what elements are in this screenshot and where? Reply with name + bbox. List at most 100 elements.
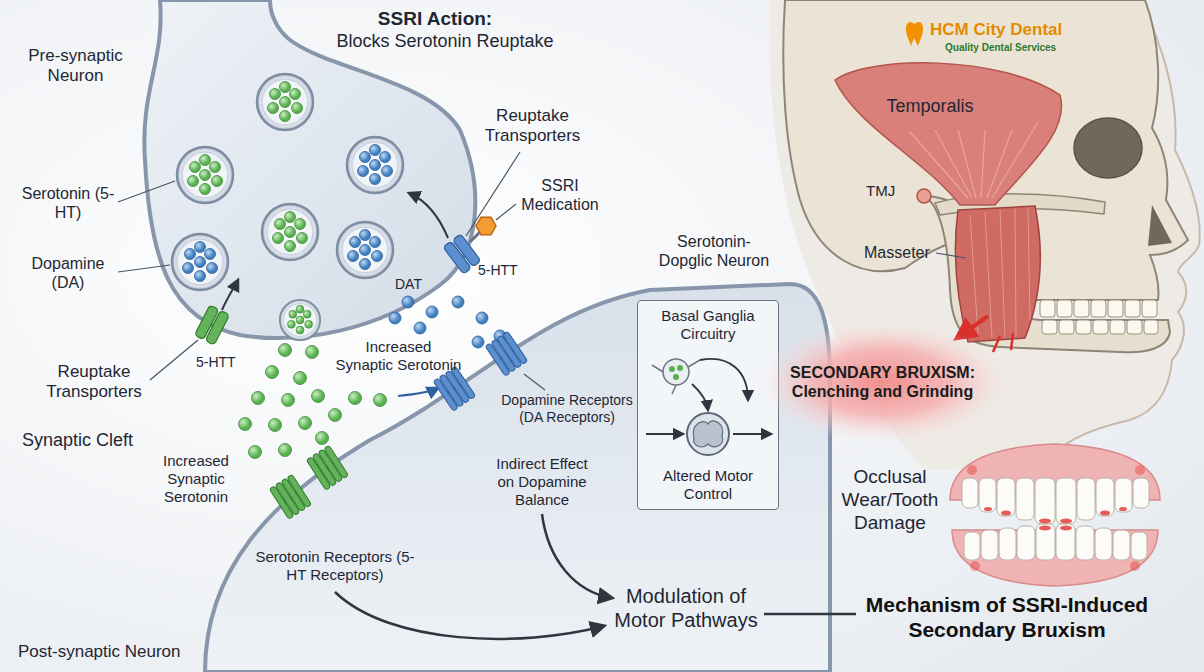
dentition (1131, 532, 1147, 560)
skull (1059, 320, 1074, 334)
watermark: HCM City Dental (930, 20, 1080, 40)
masseter-muscle (970, 208, 1030, 338)
anatomy-label-holder: Masseter (864, 243, 942, 262)
subheading-text: Blocks Serotonin Reuptake (330, 31, 560, 53)
serotonin-receptor (324, 445, 349, 478)
serotonin-molecules (306, 346, 319, 359)
anatomy-label-holder: Occlusal Wear/Tooth Damage (836, 466, 944, 534)
skull (1127, 320, 1142, 334)
dentition (964, 532, 980, 560)
synaptic-vesicles (337, 222, 393, 278)
heading-text-holder: SSRI Action: (350, 8, 520, 31)
dentition (981, 530, 998, 560)
reuptake-transporter (205, 310, 229, 345)
dentition (984, 507, 992, 511)
flow-arrow (335, 514, 856, 639)
dentition (1096, 478, 1114, 516)
leader-line (936, 253, 966, 258)
dopamine-receptor (485, 331, 528, 376)
skull (1057, 300, 1072, 317)
watermark-holder: HCM City Dental (930, 20, 1080, 40)
dentition (1095, 528, 1112, 560)
skull (1142, 300, 1157, 317)
skull (920, 195, 1170, 352)
molecule-label-holder: Dopamine (DA) (18, 254, 118, 292)
basal-ganglia-panel (637, 300, 779, 510)
skull (1108, 300, 1123, 317)
dentition (962, 478, 1149, 560)
masseter-muscle (955, 206, 1040, 342)
anatomy-label: Temporalis (880, 96, 980, 118)
structure-label: Post-synaptic Neuron (18, 642, 203, 662)
process-note-holder: Indirect Effect on Dopamine Balance (492, 455, 592, 509)
reuptake-arrow (409, 193, 448, 238)
skull (1074, 300, 1089, 317)
process-note-holder: Increased Synaptic Serotonin (150, 452, 242, 506)
reuptake-arrow (222, 193, 448, 310)
dentition (1135, 465, 1145, 475)
dopamine-flow-arrow (398, 388, 438, 396)
part-label-holder: Reuptake Transporters (470, 106, 595, 147)
reuptake-transporter (453, 234, 481, 267)
leader-line (118, 181, 175, 202)
dentition (1039, 519, 1051, 524)
basal-ganglia-panel (692, 384, 708, 410)
drug-label: SSRI Medication (515, 176, 605, 214)
flow-arrow (335, 592, 604, 639)
synaptic-vesicles (172, 74, 403, 340)
part-label: Serotonin Receptors (5-HT Receptors) (255, 548, 415, 584)
dentition (1060, 519, 1072, 524)
process-note: Increased Synaptic Serotonin (150, 452, 242, 506)
part-label-holder: Serotonin Receptors (5-HT Receptors) (255, 548, 415, 584)
temporalis-muscle (835, 63, 1062, 205)
force-arrow (993, 333, 1013, 352)
dopamine-molecules (426, 306, 438, 318)
part-label: Reuptake Transporters (470, 106, 595, 147)
transporter-name-holder: 5-HTT (478, 262, 530, 279)
heading-text: SSRI Action: (350, 8, 520, 31)
part-label: Dopamine Receptors (DA Receptors) (500, 392, 634, 426)
leader-line (496, 204, 516, 220)
synaptic-vesicles (257, 74, 313, 130)
temporalis-muscle (910, 122, 1038, 198)
process-note: Modulation of Motor Pathways (606, 584, 766, 632)
node-text: Basal Ganglia Circuitry (644, 307, 772, 343)
leader-line (466, 152, 520, 236)
dopamine-molecules (414, 322, 426, 334)
part-label: Reuptake Transporters (38, 362, 150, 403)
process-note-holder: Modulation of Motor Pathways (606, 584, 766, 632)
dentition (970, 561, 980, 571)
basal-ganglia-panel (646, 433, 683, 435)
skull (1148, 205, 1172, 246)
dentition (967, 465, 1145, 571)
transporter-name-holder: DAT (395, 276, 435, 293)
basal-ganglia-panel (677, 365, 683, 371)
structure-label-holder: Serotonin-Dopglic Neuron (655, 232, 773, 270)
serotonin-receptor (269, 474, 311, 519)
dentition (1016, 478, 1034, 520)
basal-ganglia-panel (733, 433, 771, 435)
node-text: Altered Motor Control (644, 467, 772, 503)
title-holder: Mechanism of SSRI-Induced Secondary Brux… (838, 592, 1176, 642)
dopamine-molecules (476, 312, 488, 324)
basal-ganglia-panel (663, 359, 689, 385)
transporter-name: DAT (395, 276, 435, 293)
basal-ganglia-panel (700, 359, 748, 400)
flow-arrow (542, 514, 612, 598)
dentition (967, 465, 977, 475)
dopamine-flow-arrow (398, 388, 438, 396)
bruxism-callout-glow (758, 322, 1007, 442)
serotonin-molecules (316, 432, 329, 445)
dentition (1039, 526, 1051, 531)
dentition (1001, 511, 1011, 516)
dentition (1036, 524, 1055, 560)
bruxism-callout: SECONDARY BRUXISM: Clenching and Grindin… (775, 342, 990, 422)
serotonin-molecules (349, 392, 362, 405)
serotonin-receptor (269, 445, 348, 519)
dopamine-molecules (402, 296, 414, 308)
skull (783, 0, 1188, 352)
skull (1076, 320, 1091, 334)
